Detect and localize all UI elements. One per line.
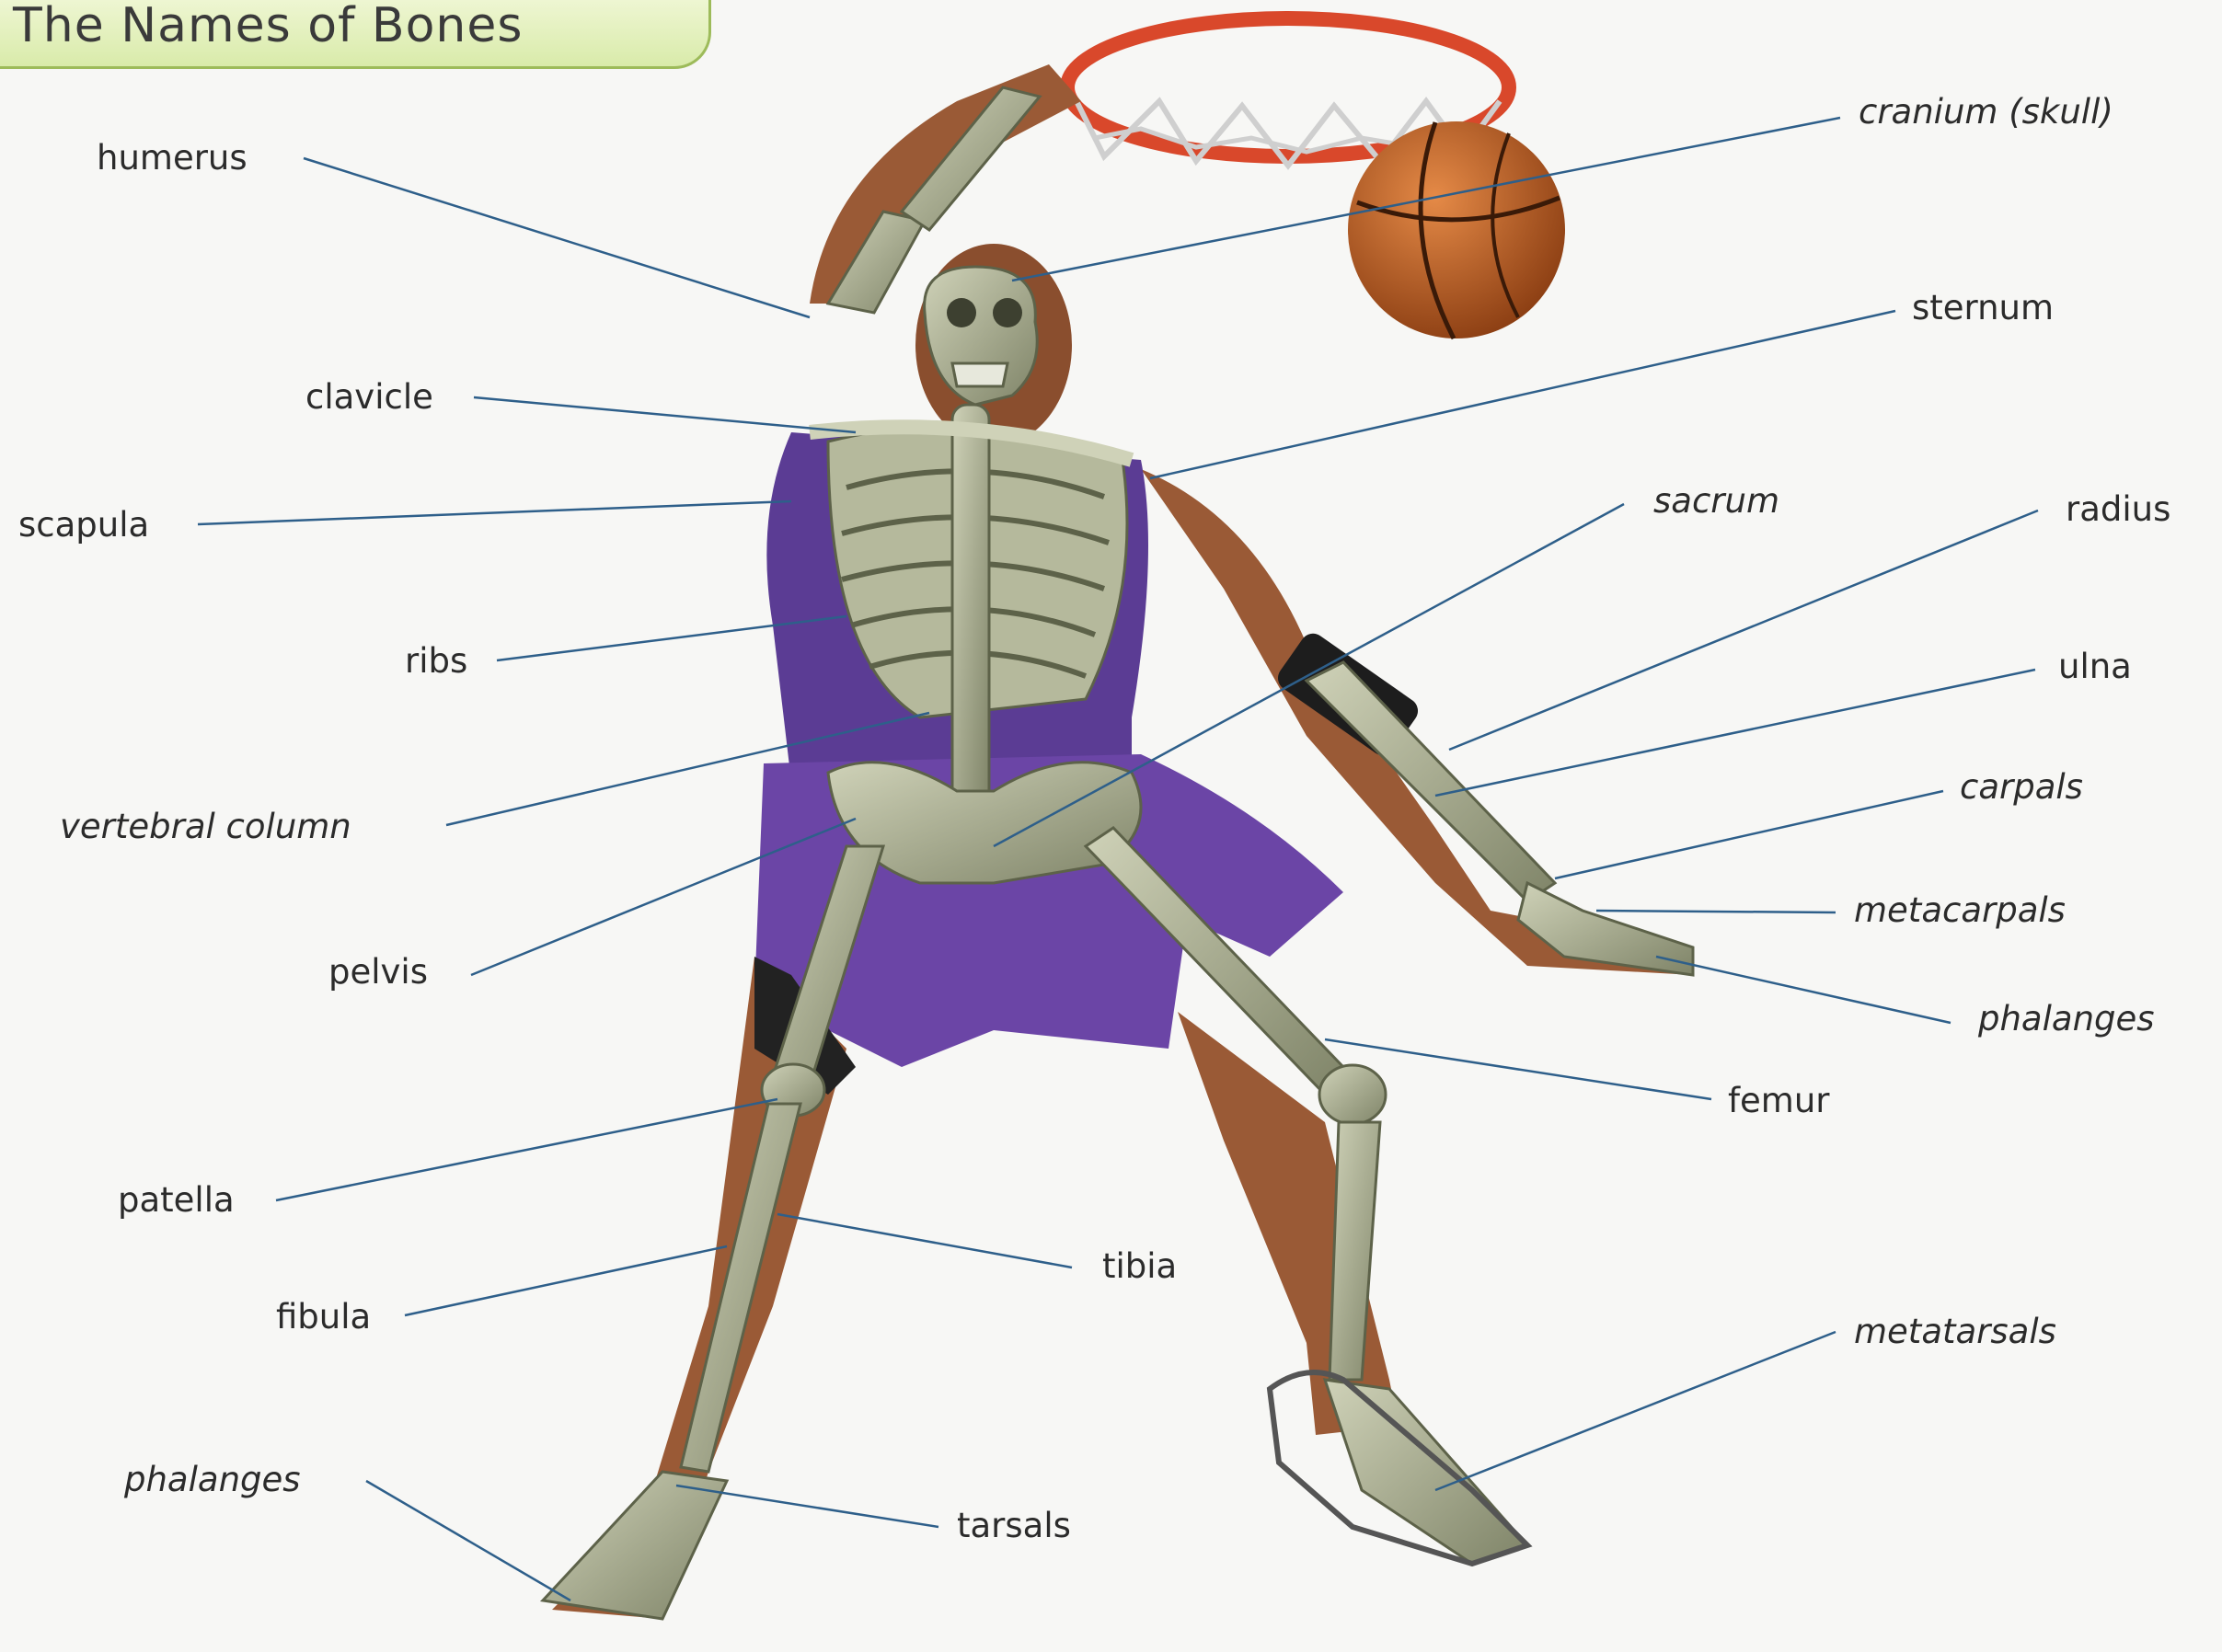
label-phalanges-foot: phalanges	[124, 1460, 301, 1500]
label-radius: radius	[2066, 489, 2170, 530]
label-humerus: humerus	[97, 138, 248, 178]
leader-tibia	[777, 1214, 1072, 1268]
label-ribs: ribs	[405, 641, 467, 682]
leader-fibula	[405, 1246, 727, 1315]
leader-metatarsals	[1435, 1332, 1836, 1490]
leader-patella	[276, 1099, 777, 1200]
label-clavicle: clavicle	[305, 377, 433, 418]
label-fibula: fibula	[276, 1297, 371, 1337]
label-sternum: sternum	[1912, 288, 2054, 328]
label-ulna: ulna	[2058, 647, 2132, 687]
label-phalanges-hand: phalanges	[1978, 999, 2155, 1039]
label-vertebral-column: vertebral column	[60, 807, 351, 847]
label-sacrum: sacrum	[1653, 481, 1779, 522]
label-femur: femur	[1728, 1081, 1830, 1121]
label-carpals: carpals	[1960, 767, 2083, 808]
leader-radius	[1449, 511, 2038, 750]
leader-clavicle	[474, 397, 856, 432]
leader-ulna	[1435, 670, 2035, 796]
label-pelvis: pelvis	[328, 952, 428, 992]
basketball	[1348, 121, 1565, 338]
leader-humerus	[304, 158, 810, 317]
label-tarsals: tarsals	[957, 1506, 1071, 1546]
label-metacarpals: metacarpals	[1854, 890, 2066, 931]
label-metatarsals: metatarsals	[1854, 1312, 2056, 1352]
leader-phalanges-hand	[1656, 957, 1951, 1023]
leader-sternum	[1150, 311, 1895, 478]
leader-phalanges-foot	[366, 1481, 570, 1600]
label-patella: patella	[118, 1180, 235, 1221]
label-tibia: tibia	[1102, 1246, 1177, 1287]
label-scapula: scapula	[18, 505, 149, 545]
leader-carpals	[1555, 791, 1943, 878]
leader-scapula	[198, 501, 791, 524]
label-cranium: cranium (skull)	[1859, 92, 2113, 132]
leader-metacarpals	[1596, 911, 1836, 912]
